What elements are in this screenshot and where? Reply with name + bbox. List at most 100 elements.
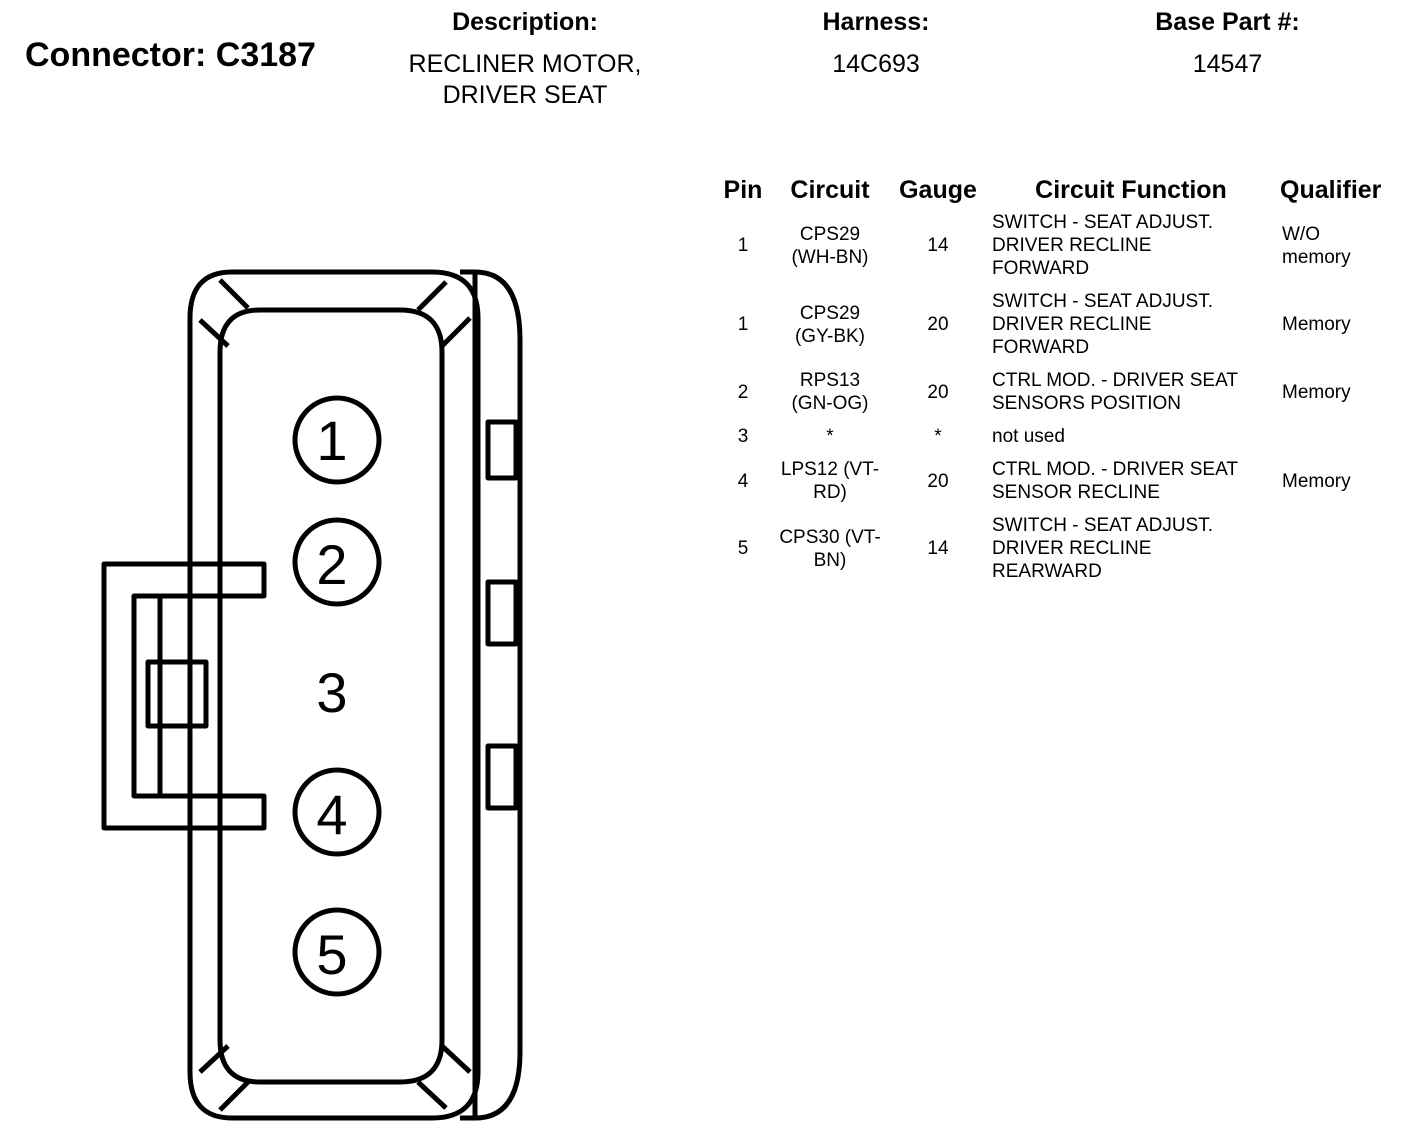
description-line-2: DRIVER SEAT [442,81,608,109]
circuit-cell: LPS12 (VT-RD) [770,458,890,514]
function-line: SENSORS POSITION [992,393,1181,414]
pin-cell: 1 [737,314,749,335]
function-cell: not used [986,425,1276,458]
table-row: 4 LPS12 (VT-RD) 20 CTRL MOD. - DRIVER SE… [716,458,1406,514]
base-part-block: Base Part #: 14547 [1110,8,1345,80]
pin-cell: 4 [737,470,749,492]
function-line: CTRL MOD. - DRIVER SEAT [992,459,1238,480]
circuit-line: LPS12 (VT- [780,459,880,480]
circuit-line: CPS29 [799,223,861,245]
keying-tab [485,579,519,647]
function-line: SENSOR RECLINE [992,482,1160,503]
description-title: Description: [452,8,598,36]
bevel-line [218,278,250,310]
function-line: FORWARD [992,337,1090,358]
table-row: 2 RPS13(GN-OG) 20 CTRL MOD. - DRIVER SEA… [716,369,1406,425]
circuit-line: (WH-BN) [791,246,869,268]
locking-tab [101,561,190,831]
qualifier-line: Memory [1282,314,1351,335]
function-line: DRIVER RECLINE [992,314,1152,335]
qualifier-cell: Memory [1276,369,1406,425]
table-header-row: Pin Circuit Gauge Circuit Function Quali… [716,176,1406,211]
circuit-line: CPS29 [799,302,861,324]
description-line-1: RECLINER MOTOR, [408,50,642,78]
column-header-circuit: Circuit [790,176,870,204]
keying-tab [485,743,519,811]
table-row: 5 CPS30 (VT-BN) 14 SWITCH - SEAT ADJUST.… [716,514,1406,593]
pin-cell: 5 [737,538,749,559]
function-line: not used [992,426,1065,447]
function-line: REARWARD [992,561,1102,582]
pin-cell: 2 [737,381,749,403]
function-line: SWITCH - SEAT ADJUST. [992,515,1213,536]
bevel-line [198,318,230,348]
gauge-cell: 20 [927,381,949,403]
bevel-line [440,1044,472,1074]
pin-circle-4 [292,767,382,857]
bevel-line [198,1044,230,1074]
column-header-circuit-function: Circuit Function [1035,176,1227,204]
pin-cell: 3 [737,426,749,447]
base-part-title: Base Part #: [1155,8,1300,36]
qualifier-line: memory [1282,246,1351,268]
harness-value: 14C693 [832,50,920,78]
function-line: FORWARD [992,258,1090,279]
function-line: SWITCH - SEAT ADJUST. [992,291,1213,312]
locking-tab-slot [145,659,209,729]
pin-circle-2 [292,517,382,607]
circuit-cell: RPS13(GN-OG) [770,369,890,425]
column-header-qualifier: Qualifier [1280,176,1382,204]
gauge-cell: 20 [927,470,949,492]
harness-block: Harness: 14C693 [776,8,976,80]
connector-label: Connector: C3187 [25,36,316,74]
circuit-cell: CPS30 (VT-BN) [770,514,890,593]
pin-circle-5 [292,907,382,997]
locking-tab-front [131,561,267,831]
base-part-value: 14547 [1192,50,1263,78]
harness-title: Harness: [822,8,930,36]
circuit-line: * [826,426,834,447]
connector-side-rail [460,269,523,1121]
gauge-cell: 20 [927,314,949,335]
circuit-line: BN) [813,549,847,571]
pin-table: Pin Circuit Gauge Circuit Function Quali… [716,176,1406,593]
bevel-line [416,1080,448,1110]
function-line: CTRL MOD. - DRIVER SEAT [992,370,1238,391]
pin-circle-1 [292,395,382,485]
circuit-line: RPS13 [799,370,861,391]
column-header-gauge: Gauge [899,176,977,204]
gauge-cell: * [934,426,942,447]
connector-housing-inner [217,307,445,1085]
circuit-line: (GY-BK) [794,325,866,347]
description-block: Description: RECLINER MOTOR, DRIVER SEAT [380,8,670,111]
column-header-pin: Pin [723,176,763,204]
table-row: 1 CPS29(GY-BK) 20 SWITCH - SEAT ADJUST.D… [716,290,1406,369]
qualifier-cell: Memory [1276,458,1406,514]
circuit-line: CPS30 (VT- [779,526,881,548]
circuit-line: (GN-OG) [791,393,869,414]
qualifier-line: W/O [1282,223,1320,245]
pin-cell: 1 [737,235,749,256]
connector-housing-outer [187,269,481,1121]
circuit-cell: * [770,425,890,458]
pin-number-1: 1 [316,409,347,472]
qualifier-line: Memory [1282,470,1351,492]
qualifier-cell: Memory [1276,290,1406,369]
function-line: SWITCH - SEAT ADJUST. [992,212,1213,233]
function-line: DRIVER RECLINE [992,235,1152,256]
qualifier-line: Memory [1282,381,1351,403]
pin-number-3: 3 [316,661,347,724]
gauge-cell: 14 [927,538,949,559]
bevel-line [218,1080,250,1112]
circuit-cell: CPS29(GY-BK) [770,290,890,369]
bevel-line [440,316,472,348]
circuit-line: RD) [813,482,847,503]
table-row: 3 * * not used [716,425,1406,458]
